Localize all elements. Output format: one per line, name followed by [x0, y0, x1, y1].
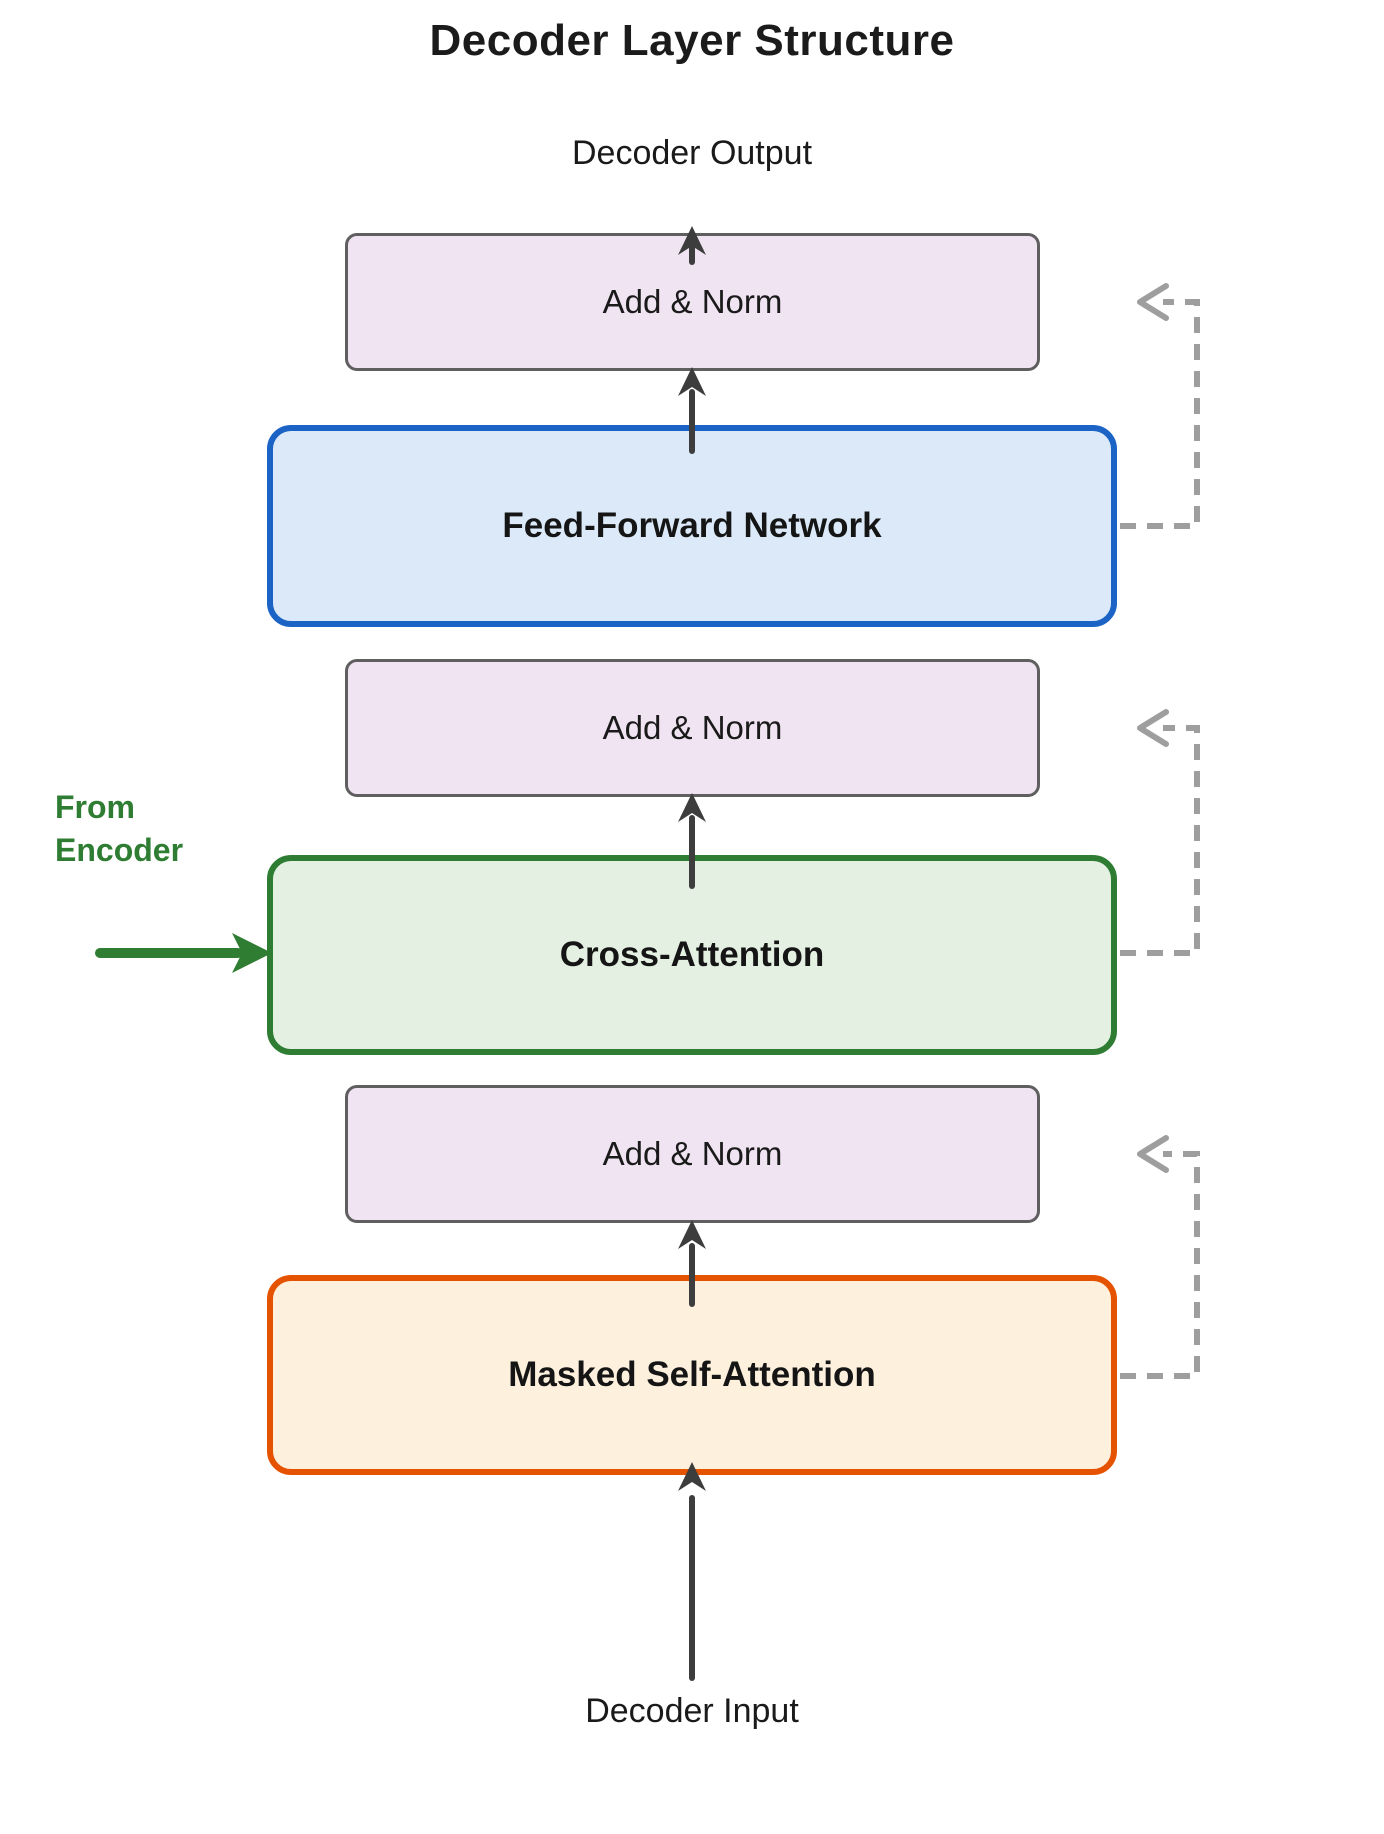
add-norm-middle-box: Add & Norm	[345, 659, 1040, 797]
feed-forward-network-label: Feed-Forward Network	[502, 506, 882, 545]
add-norm-middle-label: Add & Norm	[602, 709, 783, 746]
feed-forward-network-box: Feed-Forward Network	[267, 425, 1117, 627]
arrow-decoder-input-to-masked	[678, 1462, 706, 1681]
decoder-output-label: Decoder Output	[571, 134, 813, 172]
cross-attention-box: Cross-Attention	[267, 855, 1117, 1055]
add-norm-bottom-label: Add & Norm	[602, 1135, 783, 1172]
from-encoder-line1: From	[55, 789, 135, 825]
decoder-input-label: Decoder Input	[585, 1692, 799, 1730]
arrow-from-encoder-to-cross-attention	[95, 933, 272, 973]
cross-attention-label: Cross-Attention	[559, 935, 825, 974]
from-encoder-label: From Encoder	[55, 786, 183, 872]
masked-self-attention-box: Masked Self-Attention	[267, 1275, 1117, 1475]
residual-masked-to-addnorm-bottom	[1120, 1135, 1200, 1379]
add-norm-top-box: Add & Norm	[345, 233, 1040, 371]
residual-cross-to-addnorm-middle	[1120, 709, 1200, 956]
masked-self-attention-label: Masked Self-Attention	[508, 1355, 876, 1394]
residual-ffn-to-addnorm-top	[1120, 283, 1200, 529]
add-norm-bottom-box: Add & Norm	[345, 1085, 1040, 1223]
add-norm-top-label: Add & Norm	[602, 283, 783, 320]
from-encoder-line2: Encoder	[55, 832, 184, 868]
page-title: Decoder Layer Structure	[429, 16, 955, 65]
